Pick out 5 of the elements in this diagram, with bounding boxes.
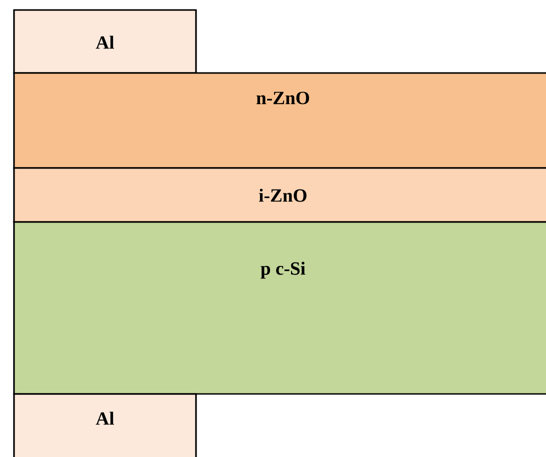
contact-layer: Al	[13, 9, 197, 74]
layer-band: i-ZnO	[13, 167, 546, 223]
layer-band: p c-Si	[13, 221, 546, 395]
contact-layer: Al	[13, 393, 197, 457]
layer-band: n-ZnO	[13, 72, 546, 169]
